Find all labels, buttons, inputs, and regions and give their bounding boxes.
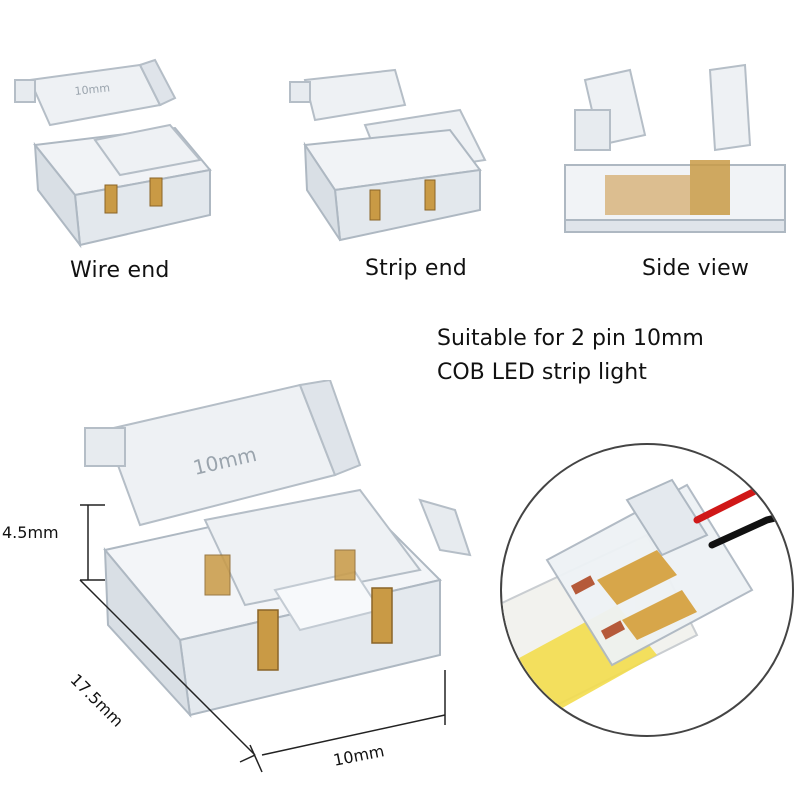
wire-end-caption: Wire end xyxy=(70,258,170,283)
side-view-connector-illustration xyxy=(564,63,786,233)
description-line-2: COB LED strip light xyxy=(437,360,647,385)
main-connector-view: 10mm 4.5mm 17.5mm xyxy=(0,378,480,800)
strip-end-caption: Strip end xyxy=(365,256,467,281)
wire-end-connector-illustration: 10mm xyxy=(14,58,212,249)
height-dimension-label: 4.5mm xyxy=(2,523,59,542)
installed-connector-illustration xyxy=(500,443,794,737)
side-view xyxy=(550,50,800,250)
compatibility-description: Suitable for 2 pin 10mm COB LED strip li… xyxy=(437,322,704,390)
wire-end-embossed-label: 10mm xyxy=(74,81,111,98)
strip-end-view: 10mm xyxy=(275,50,525,250)
wire-end-view: 10mm xyxy=(0,50,250,250)
description-line-1: Suitable for 2 pin 10mm xyxy=(437,326,704,351)
side-view-caption: Side view xyxy=(642,256,750,281)
installed-inset xyxy=(497,440,797,740)
main-connector-illustration: 10mm xyxy=(79,378,472,773)
strip-end-connector-illustration: 10mm xyxy=(289,68,487,242)
